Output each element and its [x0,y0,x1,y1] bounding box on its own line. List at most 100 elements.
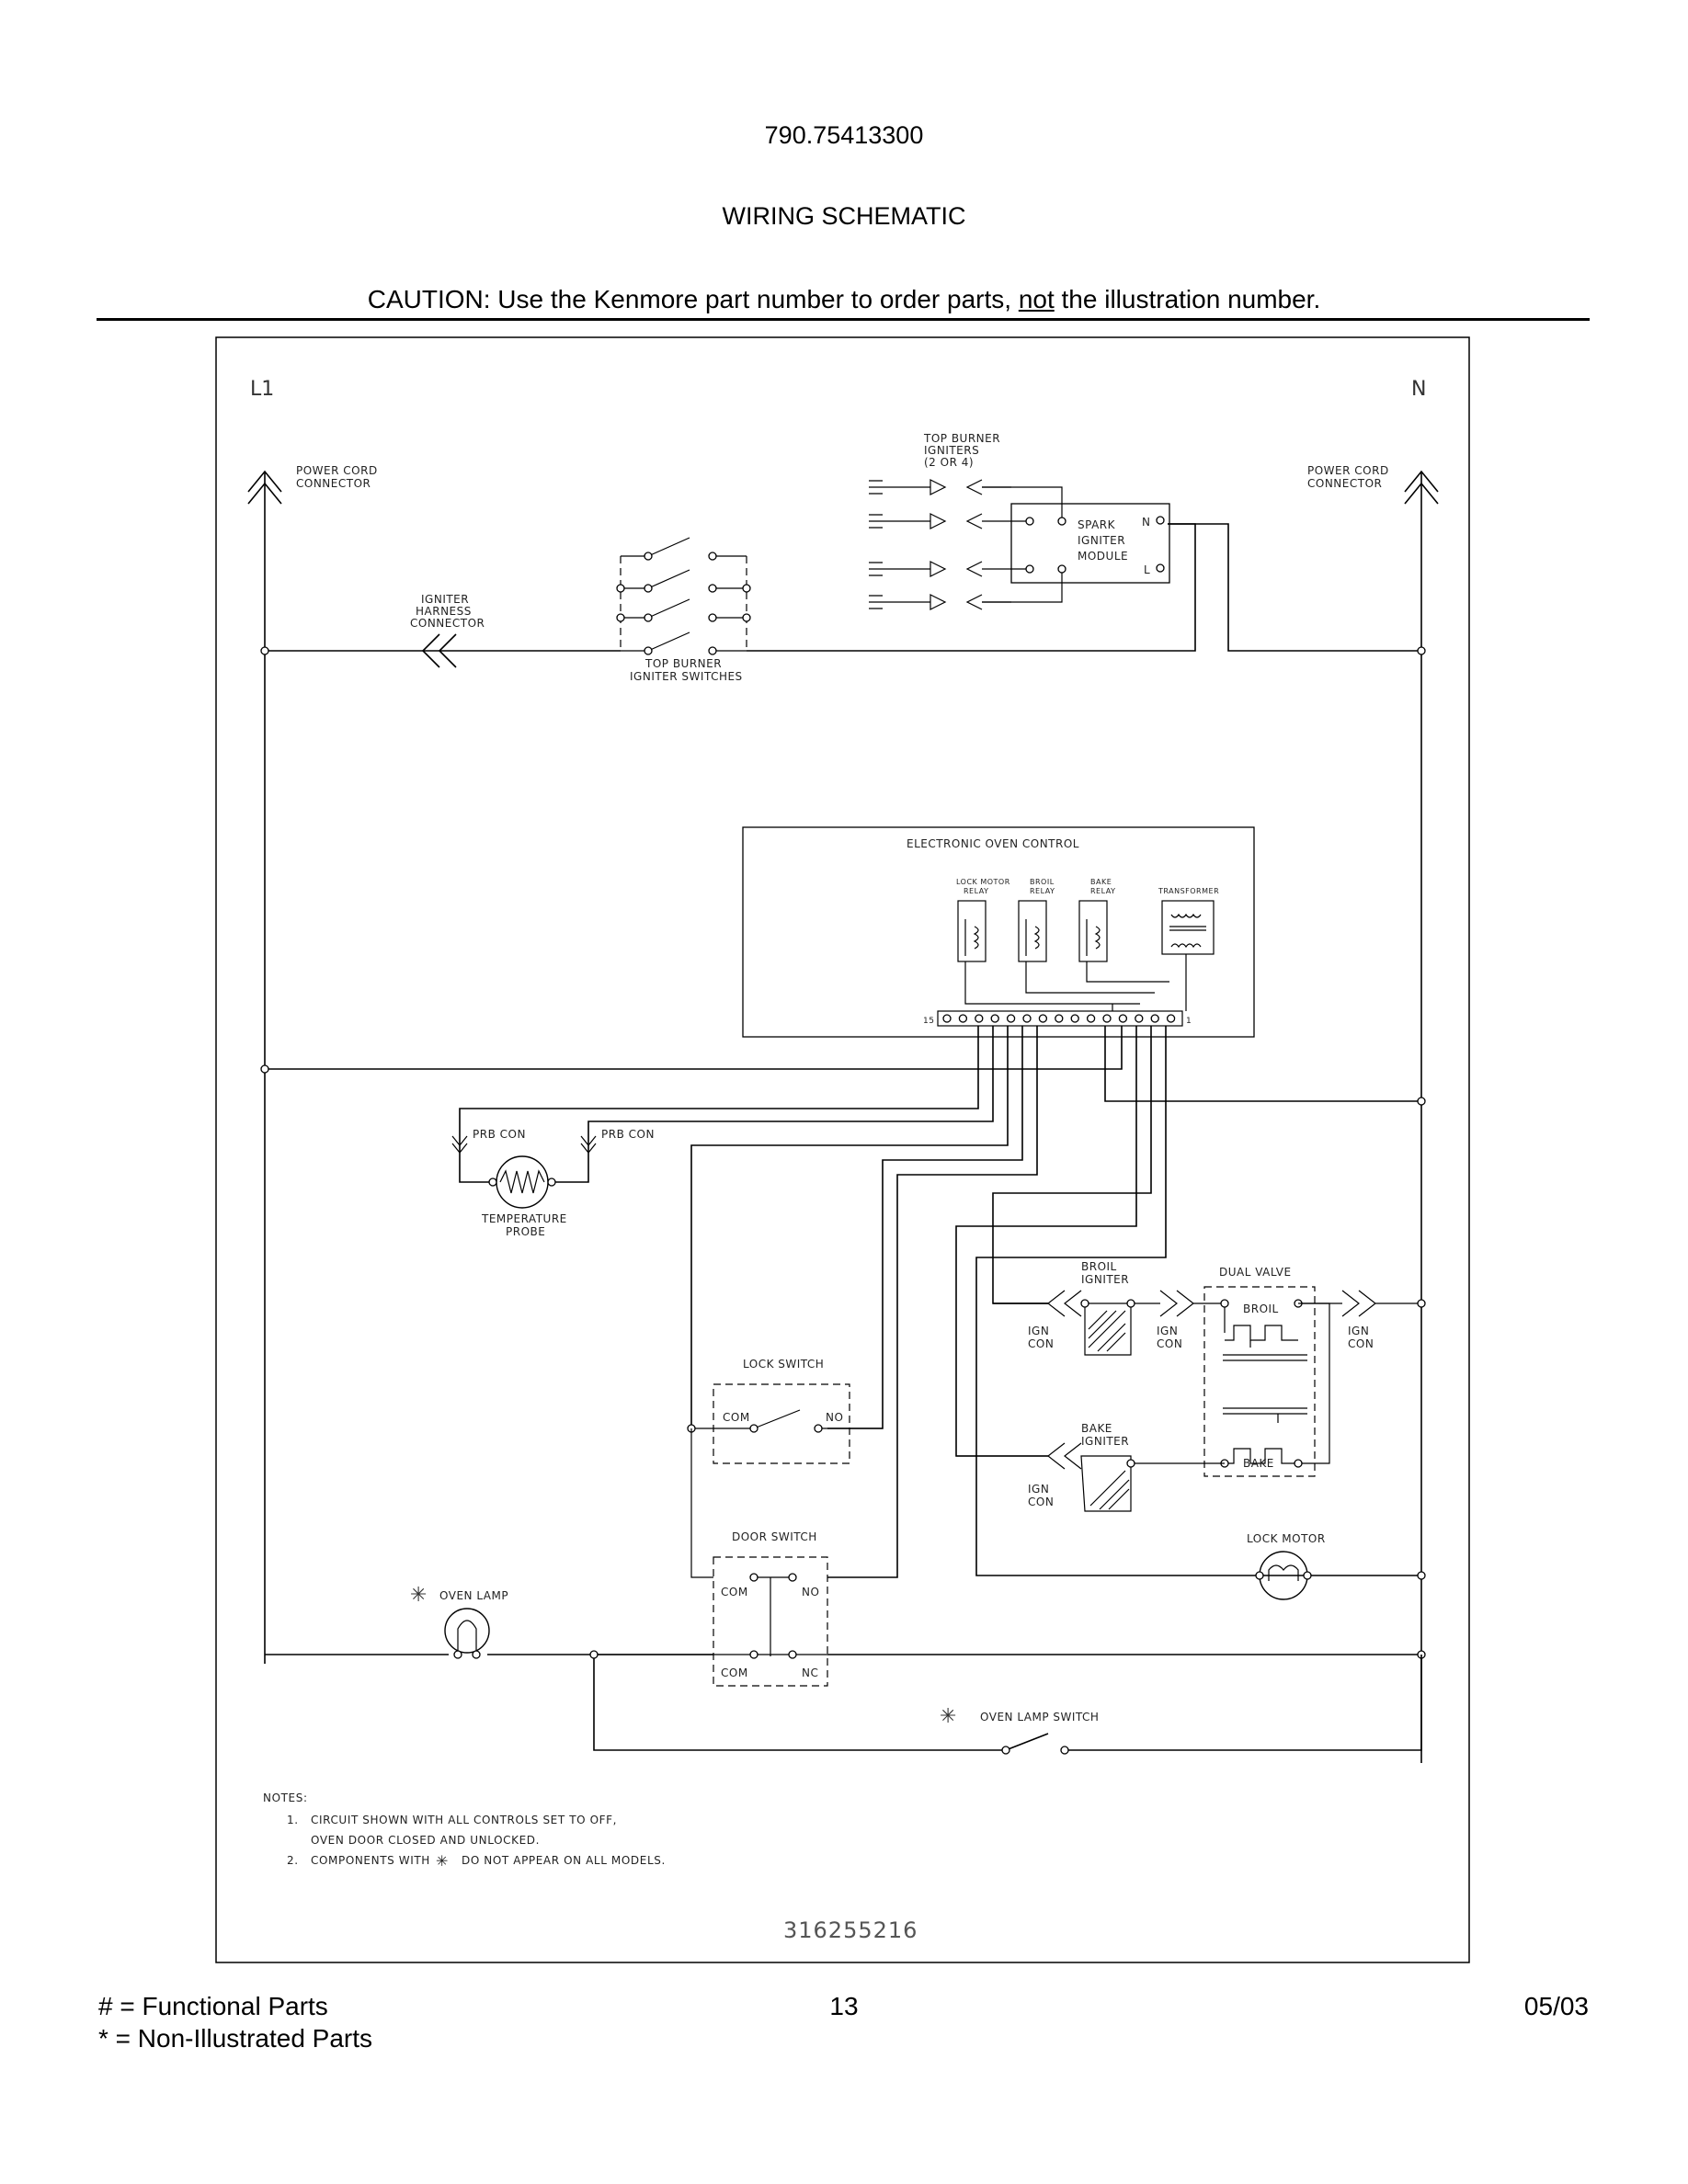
dual-valve [1193,1286,1421,1477]
power-cord-connector-label-left-2: CONNECTOR [296,477,371,490]
lock-switch-no: NO [826,1411,843,1424]
note-2-asterisk: ✳ [436,1852,449,1870]
control-terminal [1086,1014,1096,1023]
bake-igniter-label-2: IGNITER [1081,1435,1129,1448]
prb-con-left-label: PRB CON [473,1128,526,1141]
legend-functional-parts: # = Functional Parts [98,1992,328,2020]
igniter-switches-label-1: TOP BURNER [644,657,722,670]
document-number: 316255216 [783,1917,918,1943]
ign-con-4a: IGN [1028,1483,1049,1496]
top-burner-igniters-label-3: (2 OR 4) [924,456,974,469]
broil-relay-label-2: RELAY [1030,887,1055,895]
bake-relay-label-2: RELAY [1090,887,1116,895]
door-switch-com-top: COM [721,1586,748,1598]
note-2-after: DO NOT APPEAR ON ALL MODELS. [462,1854,666,1867]
control-terminal [1038,1014,1048,1023]
oven-lamp-switch-label: OVEN LAMP SWITCH [980,1711,1099,1723]
top-burner-igniters-label-1: TOP BURNER [923,432,1000,445]
top-burner-igniters-label-2: IGNITERS [924,444,979,457]
spark-module-n: N [1142,516,1150,529]
control-terminal [975,1014,984,1023]
lock-switch-label: LOCK SWITCH [743,1358,824,1371]
control-terminal [942,1014,952,1023]
control-terminal [1166,1014,1176,1023]
ign-con-2b: CON [1157,1337,1182,1350]
line-n-label: N [1411,378,1426,401]
notes-title: NOTES: [263,1792,308,1804]
door-switch-nc: NC [802,1666,818,1679]
electronic-oven-control [742,826,1255,1038]
igniter-harness-label-3: CONNECTOR [410,617,485,630]
ign-con-4b: CON [1028,1496,1054,1508]
page-title: WIRING SCHEMATIC [722,202,966,230]
ign-con-2a: IGN [1157,1325,1178,1337]
door-switch-com-bottom: COM [721,1666,748,1679]
legend-non-illustrated-parts: * = Non-Illustrated Parts [98,2024,373,2053]
control-terminal [1118,1014,1128,1023]
footer-date: 05/03 [1523,1992,1589,2020]
door-switch [594,1428,828,1687]
note-1-line-2: OVEN DOOR CLOSED AND UNLOCKED. [311,1834,540,1847]
spark-igniter-module [982,486,1170,603]
control-terminal [1022,1014,1032,1023]
note-2-before: COMPONENTS WITH [311,1854,430,1867]
power-cord-connector-label-right-2: CONNECTOR [1307,477,1382,490]
prb-con-right [580,1135,597,1154]
door-switch-label: DOOR SWITCH [732,1530,817,1543]
spark-module-l: L [1144,563,1150,576]
oven-lamp-switch [589,1650,1422,1755]
dual-valve-label: DUAL VALVE [1219,1266,1292,1279]
control-terminal [1006,1014,1016,1023]
ign-con-3b: CON [1348,1337,1374,1350]
schematic-frame [215,336,1470,1963]
valve-broil-label: BROIL [1243,1302,1279,1315]
model-number: 790.75413300 [764,121,924,149]
top-burner-igniters [869,479,1011,610]
prb-con-right-label: PRB CON [601,1128,655,1141]
temperature-probe-label-1: TEMPERATURE [481,1212,567,1225]
caution-emphasis: not [1018,285,1055,313]
spark-module-label-1: SPARK [1078,518,1116,531]
caution-suffix: the illustration number. [1054,285,1321,313]
eoc-label: ELECTRONIC OVEN CONTROL [907,837,1079,850]
igniter-switches-label-2: IGNITER SWITCHES [630,670,743,683]
note-1-line-1: CIRCUIT SHOWN WITH ALL CONTROLS SET TO O… [311,1814,617,1826]
transformer-label: TRANSFORMER [1158,887,1219,895]
ign-con-3a: IGN [1348,1325,1369,1337]
oven-lamp-switch-asterisk: ✳ [940,1705,956,1728]
control-terminal [990,1014,999,1023]
bake-relay-label-1: BAKE [1090,878,1112,886]
broil-igniter-label-1: BROIL [1081,1260,1117,1273]
prb-con-left [451,1135,468,1154]
control-terminal [1135,1014,1144,1023]
bake-igniter-label-1: BAKE [1081,1422,1112,1435]
igniter-harness-connector [421,633,457,668]
note-1-number: 1. [287,1814,299,1826]
power-cord-connector-n [1404,470,1439,1763]
lock-switch-com: COM [723,1411,750,1424]
oven-lamp [444,1608,490,1659]
temperature-probe-label-2: PROBE [506,1225,545,1238]
top-burner-igniter-switches [616,537,751,655]
control-terminal [958,1014,968,1023]
lock-motor [1255,1551,1312,1600]
lock-motor-label: LOCK MOTOR [1247,1532,1326,1545]
door-switch-no: NO [802,1586,819,1598]
valve-bake-label: BAKE [1243,1457,1274,1470]
line-l1-label: L1 [250,378,274,401]
power-cord-connector-label-right-1: POWER CORD [1307,464,1389,477]
temperature-probe [488,1155,556,1209]
bake-igniter [956,1442,1225,1512]
igniter-harness-label-1: IGNITER [421,593,469,606]
broil-relay-label-1: BROIL [1030,878,1055,886]
broil-igniter-label-2: IGNITER [1081,1273,1129,1286]
control-terminal [1055,1014,1064,1023]
caution-prefix: CAUTION: Use the Kenmore part number to … [367,285,1019,313]
lock-switch [687,1383,883,1464]
page-number: 13 [829,1992,859,2020]
control-terminal [1150,1014,1159,1023]
oven-lamp-label: OVEN LAMP [439,1589,508,1602]
caution-note: CAUTION: Use the Kenmore part number to … [0,285,1688,314]
header-rule [97,318,1590,321]
lock-motor-relay-label-2: RELAY [964,887,989,895]
